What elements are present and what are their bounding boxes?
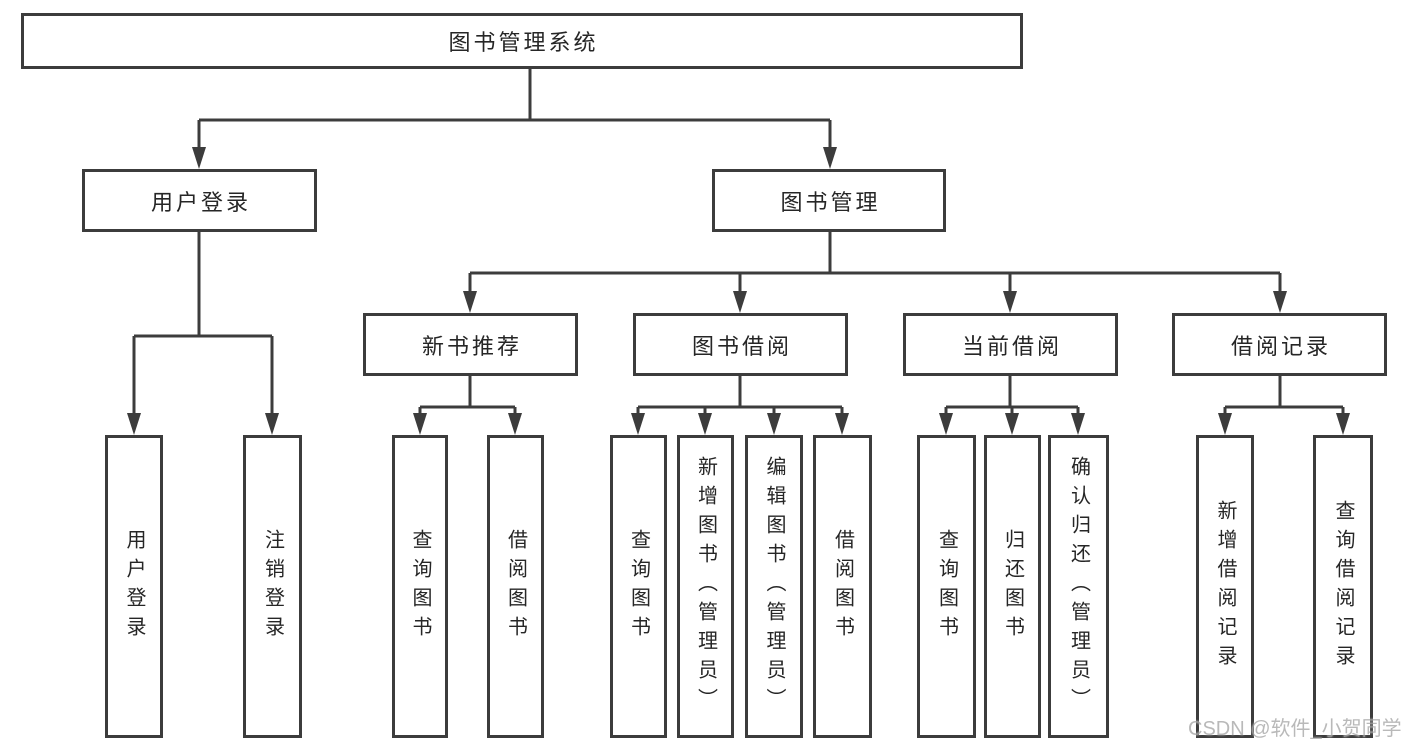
node-root: 图书管理系统 (21, 13, 1023, 69)
leaf-borrow-query-book-label: 查询图书 (627, 528, 650, 645)
node-book-borrow-label: 图书借阅 (691, 333, 792, 359)
connector-root-to-level2 (192, 69, 837, 169)
leaf-current-confirm-return-admin-label: 确认归还（管理员） (1067, 456, 1090, 717)
leaf-borrow-borrow-book-label: 借阅图书 (831, 528, 854, 645)
node-new-book-recommend: 新书推荐 (363, 313, 578, 376)
node-current-borrow-label: 当前借阅 (961, 333, 1062, 359)
leaf-records-add-record: 新增借阅记录 (1196, 435, 1254, 738)
leaf-recommend-query-book: 查询图书 (392, 435, 448, 738)
leaf-borrow-edit-book-admin: 编辑图书（管理员） (745, 435, 803, 738)
leaf-current-return-book: 归还图书 (984, 435, 1041, 738)
leaf-logout: 注销登录 (243, 435, 302, 738)
node-book-management: 图书管理 (712, 169, 946, 232)
node-book-management-label: 图书管理 (780, 189, 881, 215)
leaf-logout-label: 注销登录 (261, 528, 284, 645)
leaf-current-return-book-label: 归还图书 (1001, 528, 1024, 645)
leaf-borrow-add-book-admin: 新增图书（管理员） (677, 435, 734, 738)
connector-borrow-records-children (1218, 376, 1350, 435)
csdn-watermark: CSDN @软件_小贺同学 (1188, 718, 1402, 740)
leaf-current-query-book: 查询图书 (917, 435, 976, 738)
connector-book-borrow-children (631, 376, 849, 435)
leaf-records-query-record-label: 查询借阅记录 (1332, 499, 1354, 674)
node-borrow-records: 借阅记录 (1172, 313, 1387, 376)
connector-book-management-children (463, 232, 1287, 313)
leaf-records-query-record: 查询借阅记录 (1313, 435, 1373, 738)
node-root-label: 图书管理系统 (448, 30, 599, 55)
leaf-current-confirm-return-admin: 确认归还（管理员） (1048, 435, 1109, 738)
leaf-recommend-borrow-book-label: 借阅图书 (504, 528, 527, 645)
node-new-book-recommend-label: 新书推荐 (421, 333, 522, 359)
node-borrow-records-label: 借阅记录 (1230, 333, 1331, 359)
connector-new-book-recommend-children (413, 376, 522, 435)
leaf-borrow-borrow-book: 借阅图书 (813, 435, 872, 738)
leaf-recommend-borrow-book: 借阅图书 (487, 435, 544, 738)
node-book-borrow: 图书借阅 (633, 313, 848, 376)
leaf-user-login-label: 用户登录 (123, 528, 145, 645)
leaf-recommend-query-book-label: 查询图书 (409, 528, 431, 645)
leaf-borrow-query-book: 查询图书 (610, 435, 667, 738)
leaf-current-query-book-label: 查询图书 (935, 528, 958, 645)
node-user-login-label: 用户登录 (150, 189, 251, 215)
connector-current-borrow-children (939, 376, 1085, 435)
connector-user-login-children (127, 232, 279, 435)
node-current-borrow: 当前借阅 (903, 313, 1118, 376)
leaf-records-add-record-label: 新增借阅记录 (1214, 499, 1236, 674)
leaf-borrow-edit-book-admin-label: 编辑图书（管理员） (763, 456, 785, 717)
node-user-login: 用户登录 (82, 169, 317, 232)
leaf-user-login: 用户登录 (105, 435, 163, 738)
leaf-borrow-add-book-admin-label: 新增图书（管理员） (694, 456, 717, 717)
